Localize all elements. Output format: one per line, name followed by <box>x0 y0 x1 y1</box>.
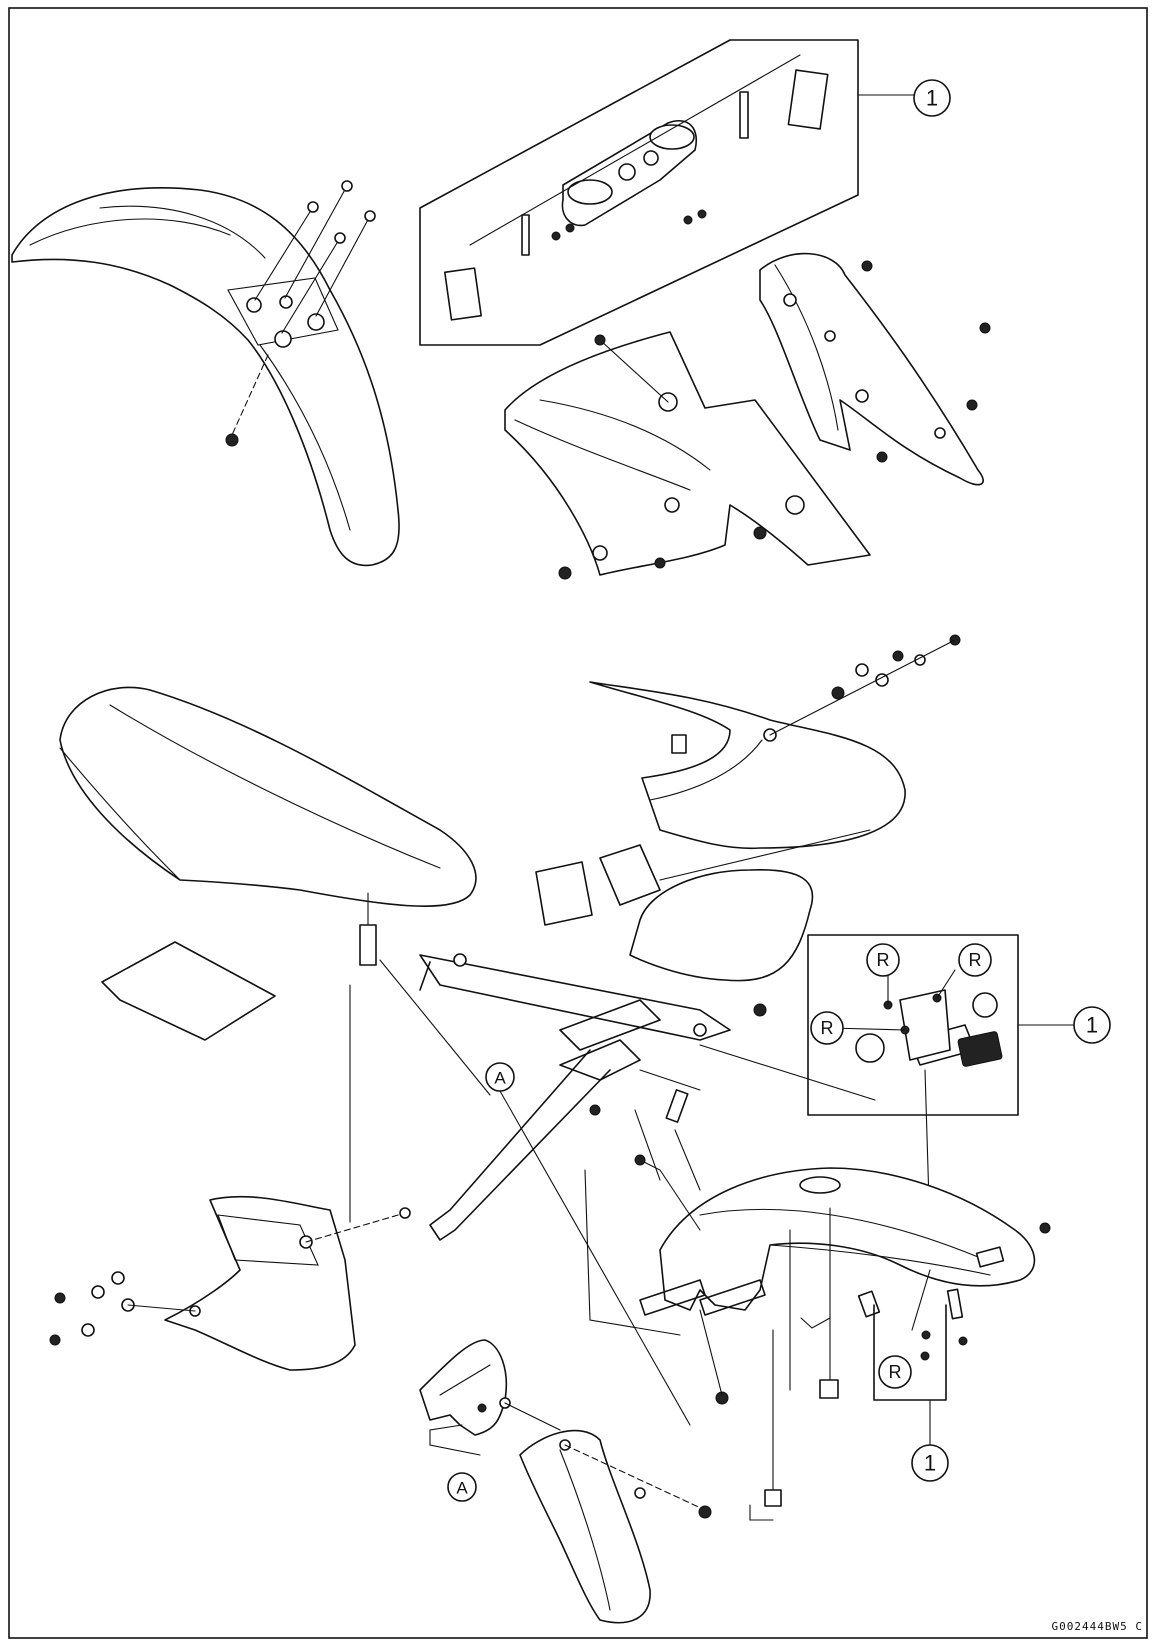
callout-a-guard: A <box>447 1472 477 1502</box>
side-cover-upper <box>589 634 961 850</box>
callout-label-r-2: R <box>969 950 982 970</box>
callout-label-r-3: R <box>821 1018 834 1038</box>
callout-1-top: 1 <box>913 79 951 117</box>
front-fender <box>11 187 400 567</box>
callout-label-r-4: R <box>889 1362 902 1382</box>
radiator-shroud-right <box>759 252 991 486</box>
callout-r-3: R <box>810 1011 844 1045</box>
number-plate-assembly <box>419 39 916 346</box>
mud-guard <box>419 1339 561 1456</box>
callout-label-a-frame: A <box>494 1069 506 1088</box>
callout-label-1-top: 1 <box>926 86 938 111</box>
callout-a-frame: A <box>485 1062 691 1426</box>
callout-label-r-1: R <box>877 950 890 970</box>
taillight-assembly-box <box>807 934 1076 1236</box>
rear-fender <box>634 1089 1051 1521</box>
r-parts-box <box>873 1304 947 1446</box>
side-number-plate <box>49 984 411 1371</box>
callout-r-2: R <box>958 943 992 977</box>
callout-1-bottom: 1 <box>911 1444 949 1482</box>
decals <box>101 844 814 1041</box>
callout-label-1-box: 1 <box>1086 1013 1098 1038</box>
rear-subframe <box>419 953 767 1241</box>
callout-label-a-guard: A <box>456 1479 468 1498</box>
callout-1-box: 1 <box>1073 1006 1111 1044</box>
callout-label-1-bottom: 1 <box>924 1451 936 1476</box>
callout-r-4: R <box>878 1355 912 1389</box>
diagram-frame <box>8 7 1148 1639</box>
front-fender-bolts <box>225 180 376 447</box>
leader-lines <box>379 829 876 1336</box>
figure-code: G002444BW5 C <box>1052 1620 1143 1633</box>
seat <box>59 686 477 966</box>
callout-r-1: R <box>866 943 900 977</box>
radiator-shroud <box>504 331 871 580</box>
mud-flap <box>519 1429 712 1624</box>
